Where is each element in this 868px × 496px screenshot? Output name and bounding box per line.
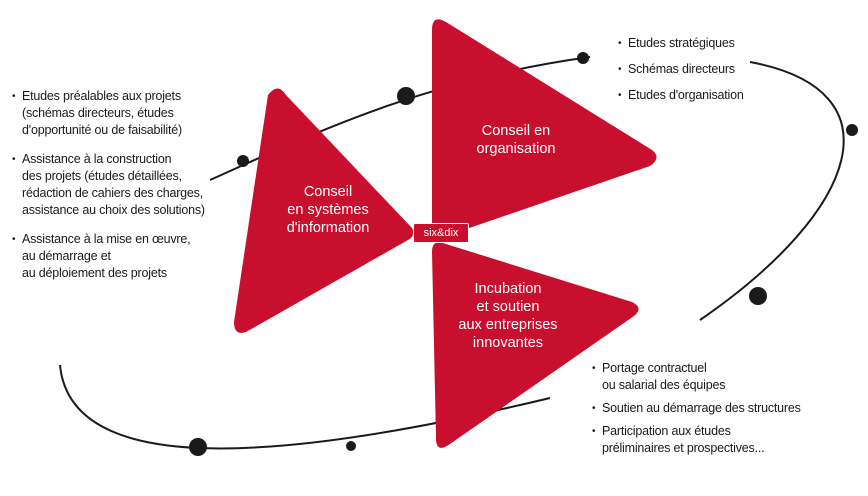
triangle-label-systemes: Conseil en systèmes d'information <box>262 183 394 237</box>
triangle-label-incubation: Incubation et soutien aux entreprises in… <box>433 280 583 352</box>
list-organisation: Etudes stratégiques Schémas directeurs E… <box>618 35 778 113</box>
label-line: Conseil en <box>481 123 551 139</box>
list-item: Assistance à la mise en œuvre, au démarr… <box>12 231 227 282</box>
orbit-dot <box>237 155 249 167</box>
orbit-dot <box>577 52 589 64</box>
list-item-line: Assistance à la construction <box>22 152 172 166</box>
list-item-line: Portage contractuel <box>602 361 707 375</box>
label-line: en systèmes <box>287 202 369 218</box>
list-incubation: Portage contractuel ou salarial des équi… <box>592 360 852 463</box>
orbit-dot <box>189 438 207 456</box>
triangle-systemes <box>234 88 414 333</box>
list-item-line: Participation aux études <box>602 424 731 438</box>
list-item-line: (schémas directeurs, études <box>22 106 174 120</box>
orbit-dot <box>346 441 356 451</box>
list-item-line: rédaction de cahiers des charges, <box>22 186 204 200</box>
label-line: aux entreprises <box>458 317 558 333</box>
list-item-line: Etudes préalables aux projets <box>22 89 181 103</box>
label-line: innovantes <box>472 335 544 351</box>
list-item-line: d'opportunité ou de faisabilité) <box>22 123 182 137</box>
list-item: Etudes préalables aux projets (schémas d… <box>12 88 227 139</box>
list-item-line: Etudes stratégiques <box>628 36 735 50</box>
list-systemes: Etudes préalables aux projets (schémas d… <box>12 88 227 294</box>
list-item: Schémas directeurs <box>618 61 778 78</box>
list-item: Etudes d'organisation <box>618 87 778 104</box>
triangle-organisation <box>432 19 657 238</box>
list-item-line: ou salarial des équipes <box>602 378 726 392</box>
triangle-incubation <box>432 242 639 448</box>
list-item-line: au démarrage et <box>22 249 111 263</box>
list-item-line: Assistance à la mise en œuvre, <box>22 232 191 246</box>
label-line: Conseil <box>303 184 353 200</box>
label-line: et soutien <box>476 299 540 315</box>
label-line: organisation <box>476 141 556 157</box>
list-item: Etudes stratégiques <box>618 35 778 52</box>
list-item-line: au déploiement des projets <box>22 266 167 280</box>
orbit-dot <box>397 87 415 105</box>
list-item-line: des projets (études détaillées, <box>22 169 182 183</box>
list-item-line: Soutien au démarrage des structures <box>602 401 801 415</box>
list-item-line: Etudes d'organisation <box>628 88 744 102</box>
triangle-label-organisation: Conseil en organisation <box>456 122 576 158</box>
list-item-line: Schémas directeurs <box>628 62 735 76</box>
orbit-dot <box>846 124 858 136</box>
label-line: d'information <box>286 220 370 236</box>
list-item: Participation aux études préliminaires e… <box>592 423 852 457</box>
list-item-line: assistance au choix des solutions) <box>22 203 205 217</box>
orbit-arc-right <box>699 61 845 321</box>
list-item: Soutien au démarrage des structures <box>592 400 852 417</box>
list-item: Assistance à la construction des projets… <box>12 151 227 219</box>
list-item: Portage contractuel ou salarial des équi… <box>592 360 852 394</box>
orbit-dot <box>749 287 767 305</box>
six-dix-logo: six&dix <box>413 223 469 243</box>
label-line: Incubation <box>474 281 542 297</box>
list-item-line: préliminaires et prospectives... <box>602 441 765 455</box>
